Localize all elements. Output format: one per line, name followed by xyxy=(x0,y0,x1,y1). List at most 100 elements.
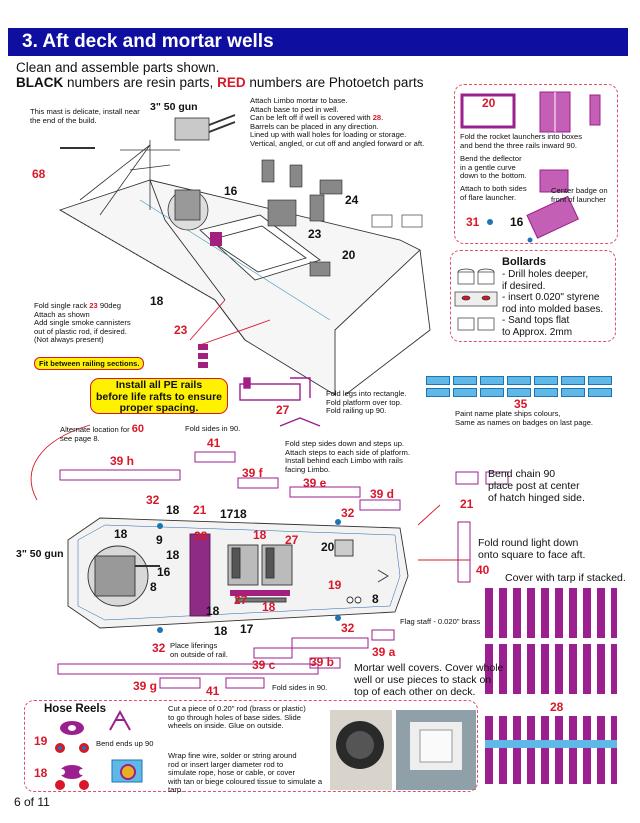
hose-reels-title: Hose Reels xyxy=(44,703,107,715)
name-badge xyxy=(507,388,531,397)
limbo-ref: 28 xyxy=(372,113,382,123)
pe-part-label: 31 xyxy=(466,215,480,229)
pe-part-label: 32 xyxy=(341,621,355,635)
alt-location-note: Alternate location for 60 see page 8. xyxy=(60,423,170,443)
bend-chain-line: place post at center xyxy=(488,480,580,492)
pe-part-label: 27 xyxy=(234,593,248,607)
attach-flare-line: Attach to both sides xyxy=(460,184,527,193)
intro-mid: numbers are resin parts, xyxy=(63,75,218,90)
fold-step-line: Fold step sides down and steps up. xyxy=(285,439,405,448)
place-liferings-note: Place liferings on outside of rail. xyxy=(170,641,260,659)
alt-ref: 60 xyxy=(131,423,145,435)
bollards-box xyxy=(450,250,616,342)
part-label: 18 xyxy=(150,294,164,308)
name-badge xyxy=(453,388,477,397)
bollards-line: - Drill holes deeper, xyxy=(502,269,589,280)
part-label: 20 xyxy=(342,248,356,262)
intro-red: RED xyxy=(217,75,246,90)
hull-plan xyxy=(67,517,409,633)
fold-legs-line: Fold legs into rectangle. xyxy=(326,389,407,398)
rocket-line: Fold the rocket launchers into boxes xyxy=(460,132,582,141)
bend-ends-note: Bend ends up 90 xyxy=(96,739,154,748)
pe-part-label: 41 xyxy=(206,684,220,698)
fold-sides-bottom-note: Fold sides in 90. xyxy=(272,683,328,692)
hose-reel-photos xyxy=(330,710,476,790)
rack-line: out of plastic rod, if desired. xyxy=(34,326,127,336)
hose-cut-line: wheels on inside. Glue on outside. xyxy=(168,721,284,731)
gun-top-label: 3" 50 gun xyxy=(150,101,198,113)
part-label: 8 xyxy=(372,592,379,606)
pe-part-label: 39 e xyxy=(303,476,327,490)
bollards-line: to Approx. 2mm xyxy=(502,326,573,338)
bollards-line: - Sand tops flat xyxy=(502,315,570,326)
page-number: 6 of 11 xyxy=(14,795,50,809)
pe-part-label: 32 xyxy=(341,506,355,520)
deflector-line: down to the bottom. xyxy=(460,171,527,181)
rocket-note: Fold the rocket launchers into boxes and… xyxy=(460,132,620,150)
pe-part-label: 39 d xyxy=(370,487,395,501)
hull-perspective xyxy=(58,179,431,396)
pe-part-label: 19 xyxy=(328,578,342,592)
gun-side-label: 3" 50 gun xyxy=(16,548,64,560)
paint-name-line: Same as names on badges on last page. xyxy=(455,417,594,427)
attach-flare-note: Attach to both sides of flare launcher. xyxy=(460,184,550,202)
name-badge xyxy=(480,388,504,397)
part-label: 18 xyxy=(166,503,180,517)
limbo-line: Barrels can be placed in any direction. xyxy=(250,121,379,131)
fold-step-note: Fold step sides down and steps up. Attac… xyxy=(285,439,445,474)
pe-part-label: 32 xyxy=(146,493,160,507)
pe-part-label: 68 xyxy=(32,167,46,181)
name-badge xyxy=(588,388,612,397)
hose-wrap-line: Wrap fine wire, solder or string around xyxy=(168,751,297,760)
bollards-title: Bollards xyxy=(502,256,547,268)
fold-legs-line: Fold railing up 90. xyxy=(326,406,387,416)
mortar-well-covers xyxy=(485,588,617,784)
bollards-line: rod into molded bases. xyxy=(502,303,604,315)
fold-legs-note: Fold legs into rectangle. Fold platform … xyxy=(326,389,446,416)
part-label: 16 xyxy=(510,215,524,229)
limbo-line-text: Can be left off if well is covered with xyxy=(250,113,373,123)
pe-part-label: 18 xyxy=(262,600,276,614)
gun-top-drawing xyxy=(167,114,236,231)
intro-line-1: Clean and assemble parts shown. xyxy=(16,60,220,75)
bend-chain-line: of hatch hinged side. xyxy=(488,492,585,504)
pe-part-label: 28 xyxy=(550,700,564,714)
limbo-line: Can be left off if well is covered with … xyxy=(250,113,384,123)
section-title-banner: 3. Aft deck and mortar wells xyxy=(8,28,628,56)
part-label: 9 xyxy=(156,533,163,547)
intro-black: BLACK xyxy=(16,75,64,90)
center-badge-line: front of launcher xyxy=(551,194,606,204)
bollards-note: - Drill holes deeper, if desired. - inse… xyxy=(502,269,603,338)
hose-cut-line: to go through holes of base sides. Slide xyxy=(168,712,301,722)
install-pe-callout: Install all PE rails before life rafts t… xyxy=(90,378,228,414)
install-pe-line: proper spacing. xyxy=(119,402,199,414)
hose-wrap-line: rod or insert larger diameter rod to xyxy=(168,759,284,769)
bollard-drawings xyxy=(454,268,498,331)
alt-location-line: see page 8. xyxy=(60,433,100,443)
mast-drawing xyxy=(60,140,180,216)
hose-reels-box xyxy=(24,700,478,792)
deflector-note: Bend the deflector in a gentle curve dow… xyxy=(460,154,550,181)
rack-line: Attach as shown xyxy=(34,309,90,319)
platform-drawings xyxy=(239,377,321,427)
part-label: 8 xyxy=(150,580,157,594)
name-badge xyxy=(534,376,558,385)
install-pe-line: before life rafts to ensure xyxy=(95,390,223,403)
limbo-line: Attach base to ped in well. xyxy=(250,104,339,114)
name-badge xyxy=(426,376,450,385)
place-liferings-line: Place liferings xyxy=(170,641,218,650)
pe-part-label: 40 xyxy=(476,563,490,577)
fold-light-line: onto square to face aft. xyxy=(478,549,586,561)
mortar-covers-line: well or use pieces to stack on xyxy=(354,674,492,686)
fold-step-line: Attach steps to each side of platform. xyxy=(285,447,410,457)
bollards-line: if desired. xyxy=(502,280,546,292)
rack-line: Add single smoke cannisters xyxy=(34,318,131,328)
rack-ref: 23 xyxy=(89,301,98,310)
pe-part-label: 39 b xyxy=(310,655,335,669)
pe-part-label: 23 xyxy=(174,323,188,337)
deflector-line: in a gentle curve xyxy=(460,162,516,172)
pe-part-label: 39 g xyxy=(133,679,158,693)
hose-wrap-line: simulate rope, hose or cable, or cover xyxy=(168,768,296,778)
part-label: 1718 xyxy=(220,507,247,521)
